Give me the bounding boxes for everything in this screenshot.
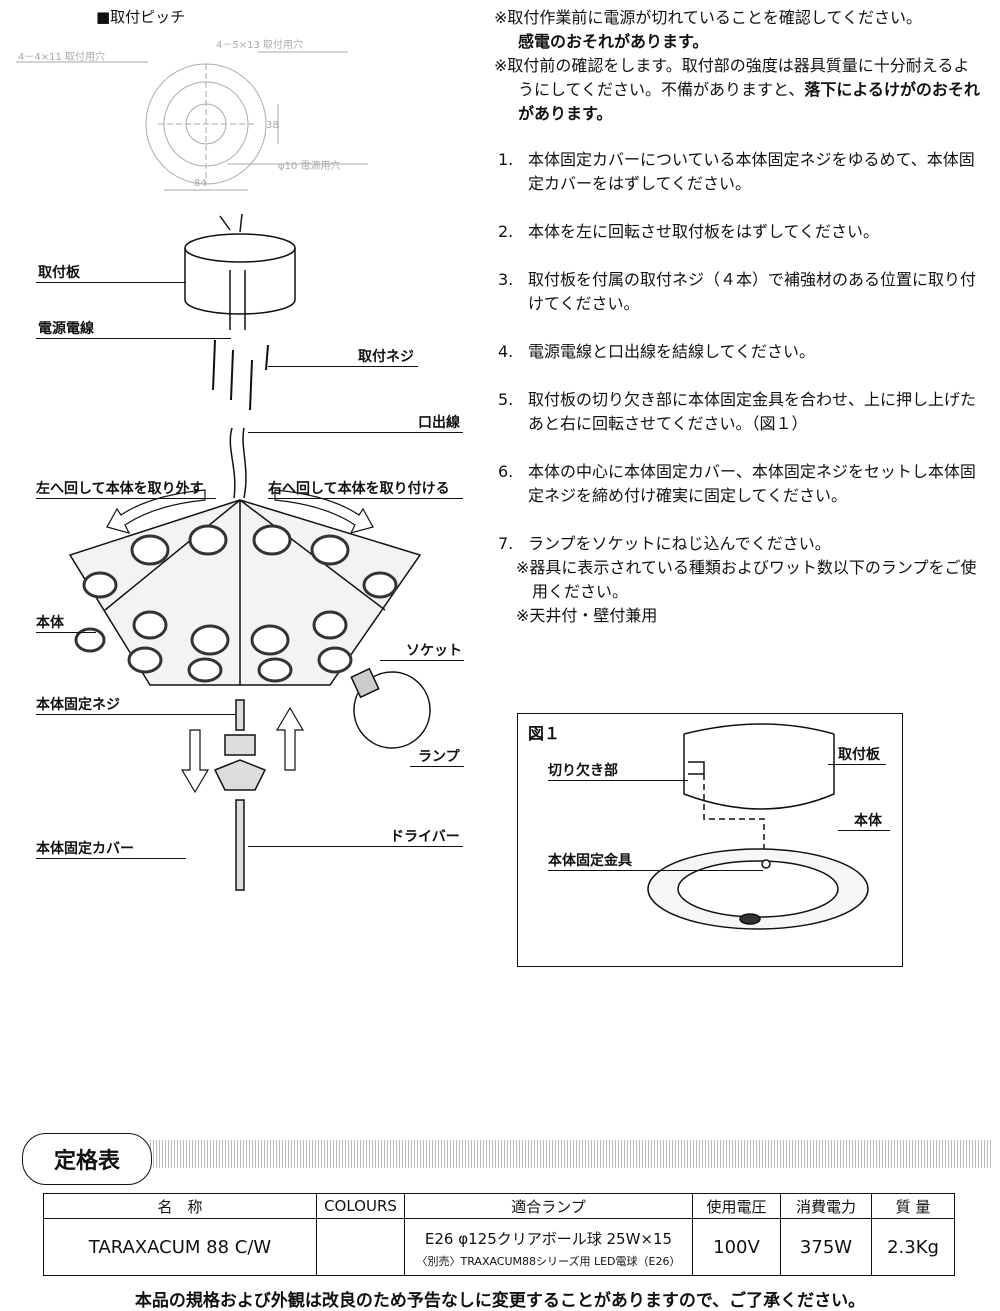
header-weight: 質 量 (871, 1193, 955, 1219)
instructions: ※取付作業前に電源が切れていることを確認してください。感電のおそれがあります。 … (494, 6, 984, 628)
cell-power: 375W (780, 1218, 872, 1276)
cell-lamp-line1: E26 φ125クリアボール球 25W×15 (424, 1230, 673, 1248)
label-rotate-left: 左へ回して本体を取り外す (36, 481, 204, 497)
step-3: 3.取付板を付属の取付ネジ（４本）で補強材のある位置に取り付けてください。 (498, 270, 977, 313)
label-driver: ドライバー (390, 829, 460, 845)
warning-2: ※取付前の確認をします。取付部の強度は器具質量に十分耐えるようにしてください。不… (494, 56, 980, 123)
header-lamp: 適合ランプ (404, 1193, 693, 1219)
socket-rings (74, 524, 398, 683)
cell-voltage: 100V (692, 1218, 781, 1276)
pitch-hole1-label: 4－4×11 取付用穴 (18, 50, 105, 63)
fig1-body-label: 本体 (854, 813, 882, 829)
fig1-plate-label: 取付板 (838, 747, 880, 763)
figure-1: 図１ 切り欠き部 取付板 本体 本体固定金具 (517, 713, 903, 967)
footer-note: 本品の規格および外観は改良のため予告なしに変更することがありますので、ご了承くだ… (134, 1291, 866, 1311)
mount-plate-drawing (184, 213, 296, 330)
pitch-height-label: 38 (266, 120, 279, 131)
label-fix-cover: 本体固定カバー (36, 841, 134, 857)
pitch-width-label: 84 (194, 178, 207, 189)
step-7: 7.ランプをソケットにねじ込んでください。 (498, 534, 831, 553)
cell-name: TARAXACUM 88 C/W (43, 1218, 317, 1276)
rating-data-row: TARAXACUM 88 C/W E26 φ125クリアボール球 25W×15 … (43, 1218, 955, 1276)
pitch-diagram: 4－4×11 取付用穴 4－5×13 取付用穴 84 38 φ10 電源用穴 (16, 38, 368, 191)
step-1: 1.本体固定カバーについている本体固定ネジをゆるめて、本体固定カバーをはずしてく… (498, 150, 975, 193)
rating-title: 定格表 (22, 1133, 152, 1185)
step-6: 6.本体の中心に本体固定カバー、本体固定ネジをセットし本体固定ネジを締め付け確実… (498, 462, 976, 505)
assembly-illustration (68, 213, 431, 891)
header-name: 名 称 (43, 1193, 317, 1219)
note-2: ※天井付・壁付兼用 (516, 606, 658, 625)
note-1: ※器具に表示されている種類およびワット数以下のランプをご使用ください。 (516, 558, 977, 601)
label-rotate-right: 右へ回して本体を取り付ける (268, 481, 450, 497)
label-mount-plate: 取付板 (38, 265, 80, 281)
pitch-hole3-label: φ10 電源用穴 (278, 159, 341, 172)
cell-colours (316, 1218, 405, 1276)
fig1-bracket-label: 本体固定金具 (548, 853, 632, 869)
pitch-title: ■取付ピッチ (96, 8, 186, 26)
cell-lamp: E26 φ125クリアボール球 25W×15 〈別売〉TRAXACUM88シリー… (404, 1218, 693, 1276)
header-power: 消費電力 (780, 1193, 872, 1219)
header-voltage: 使用電圧 (692, 1193, 781, 1219)
step-list: 1.本体固定カバーについている本体固定ネジをゆるめて、本体固定カバーをはずしてく… (494, 148, 984, 556)
label-body: 本体 (36, 615, 64, 631)
rating-hatch-bar (150, 1140, 992, 1168)
label-fix-screw: 本体固定ネジ (36, 697, 120, 713)
figure-1-drawing (647, 723, 869, 930)
pitch-hole2-label: 4－5×13 取付用穴 (216, 38, 303, 51)
fig1-notch-label: 切り欠き部 (548, 763, 618, 779)
header-colours: COLOURS (316, 1193, 405, 1219)
step-2: 2.本体を左に回転させ取付板をはずしてください。 (498, 222, 880, 241)
step-5: 5.取付板の切り欠き部に本体固定金具を合わせ、上に押し上げたあと右に回転させてく… (498, 390, 977, 433)
rating-table: 名 称 COLOURS 適合ランプ 使用電圧 消費電力 質 量 TARAXACU… (43, 1193, 955, 1276)
label-power-wire: 電源電線 (38, 321, 94, 337)
label-lamp: ランプ (418, 749, 460, 765)
warning-1: ※取付作業前に電源が切れていることを確認してください。感電のおそれがあります。 (494, 8, 922, 51)
cell-weight: 2.3Kg (871, 1218, 955, 1276)
rotate-arrows (106, 489, 374, 794)
figure-1-title: 図１ (528, 724, 561, 743)
rating-header-row: 名 称 COLOURS 適合ランプ 使用電圧 消費電力 質 量 (43, 1193, 955, 1219)
label-mount-screw: 取付ネジ (358, 349, 414, 365)
label-socket: ソケット (406, 643, 462, 659)
screws-drawing (212, 339, 269, 411)
bulb-drawing (350, 667, 431, 749)
label-lead-wire: 口出線 (418, 415, 460, 431)
step-4: 4.電源電線と口出線を結線してください。 (498, 342, 816, 361)
cell-lamp-line2: 〈別売〉TRAXACUM88シリーズ用 LED電球（E26） (416, 1255, 681, 1268)
